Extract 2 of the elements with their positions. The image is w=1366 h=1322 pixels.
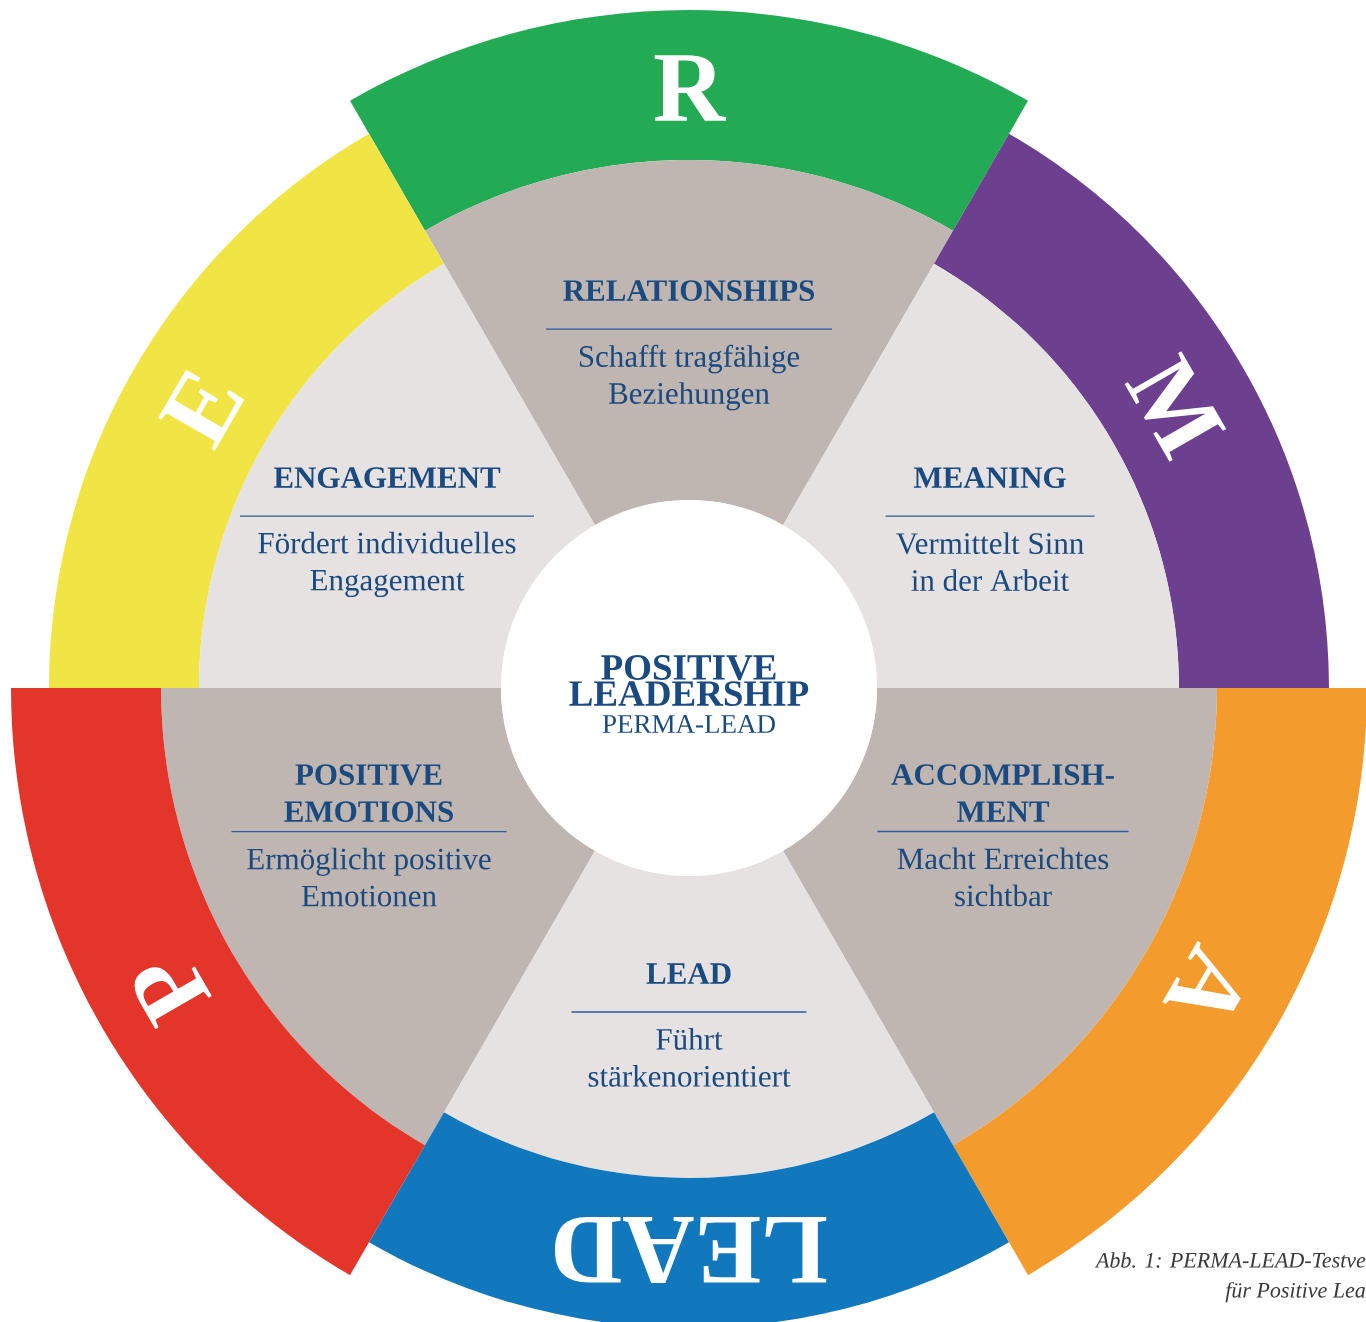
ring-segment: R — [350, 10, 1028, 231]
ring-segment: LEAD — [369, 1112, 1009, 1322]
